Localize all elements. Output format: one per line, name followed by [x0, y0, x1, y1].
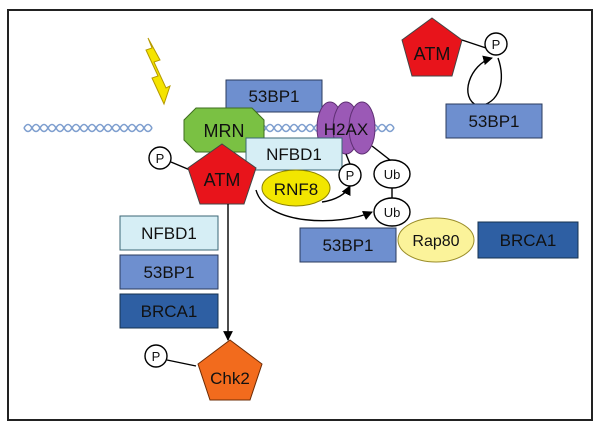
phospho-chk2	[144, 344, 168, 368]
phospho-h2ax	[338, 163, 362, 187]
ub-bottom-label: Ub	[384, 205, 401, 220]
53bp1-top-right-box	[445, 103, 543, 139]
atm-main-label: ATM	[204, 170, 241, 190]
atm-autophos-arrow	[467, 55, 493, 107]
atm-top-right-pentagon	[401, 17, 463, 77]
phospho-top-right	[484, 32, 508, 56]
atm-top-right-label: ATM	[414, 44, 451, 64]
brca1-right-box	[477, 221, 579, 259]
rnf8-shape	[261, 169, 331, 207]
rnf8-label: RNF8	[274, 180, 318, 199]
nfbd1-left-label: NFBD1	[141, 224, 197, 243]
53bp1-top-right-label: 53BP1	[468, 112, 519, 131]
phospho-top-right-label: P	[492, 37, 501, 52]
53bp1-top-label: 53BP1	[248, 87, 299, 106]
brca1-left-box	[119, 293, 219, 329]
53bp1-left-box	[119, 254, 219, 290]
dna-helix-left	[23, 123, 153, 133]
mrn-label: MRN	[204, 121, 245, 141]
phospho-left-label: P	[156, 151, 165, 166]
h2ax-ub-link	[371, 145, 391, 161]
nfbd1-center-label: NFBD1	[266, 145, 322, 164]
lightning-bolt-icon	[145, 37, 171, 106]
chk2-p-link	[166, 359, 197, 367]
atm-main-p-link	[170, 161, 191, 171]
ub-top-label: Ub	[384, 167, 401, 182]
chk2-label: Chk2	[210, 369, 250, 388]
ub-bottom-shape	[373, 197, 411, 227]
phospho-h2ax-label: P	[346, 168, 355, 183]
53bp1-top-box	[225, 79, 323, 113]
53bp1-bottom-label: 53BP1	[322, 236, 373, 255]
h2ax-p-link	[345, 153, 351, 165]
brca1-right-label: BRCA1	[500, 231, 557, 250]
rnf8-phospho-arrow	[321, 185, 351, 203]
atm-main-pentagon	[187, 143, 257, 205]
atm-top-right-p-link	[461, 39, 487, 49]
rnf8-ub-arrow	[255, 189, 373, 222]
figure-frame	[7, 9, 593, 421]
phospho-left	[148, 146, 172, 170]
brca1-left-label: BRCA1	[141, 302, 198, 321]
nfbd1-center-box	[245, 137, 343, 171]
h2ax-label: H2AX	[324, 120, 368, 139]
53bp1-left-label: 53BP1	[143, 263, 194, 282]
chk2-pentagon	[197, 339, 263, 401]
phospho-chk2-label: P	[152, 349, 161, 364]
53bp1-bottom-box	[299, 227, 397, 263]
rap80-shape	[397, 217, 475, 263]
rap80-label: Rap80	[412, 233, 459, 250]
nfbd1-left-box	[119, 215, 219, 251]
